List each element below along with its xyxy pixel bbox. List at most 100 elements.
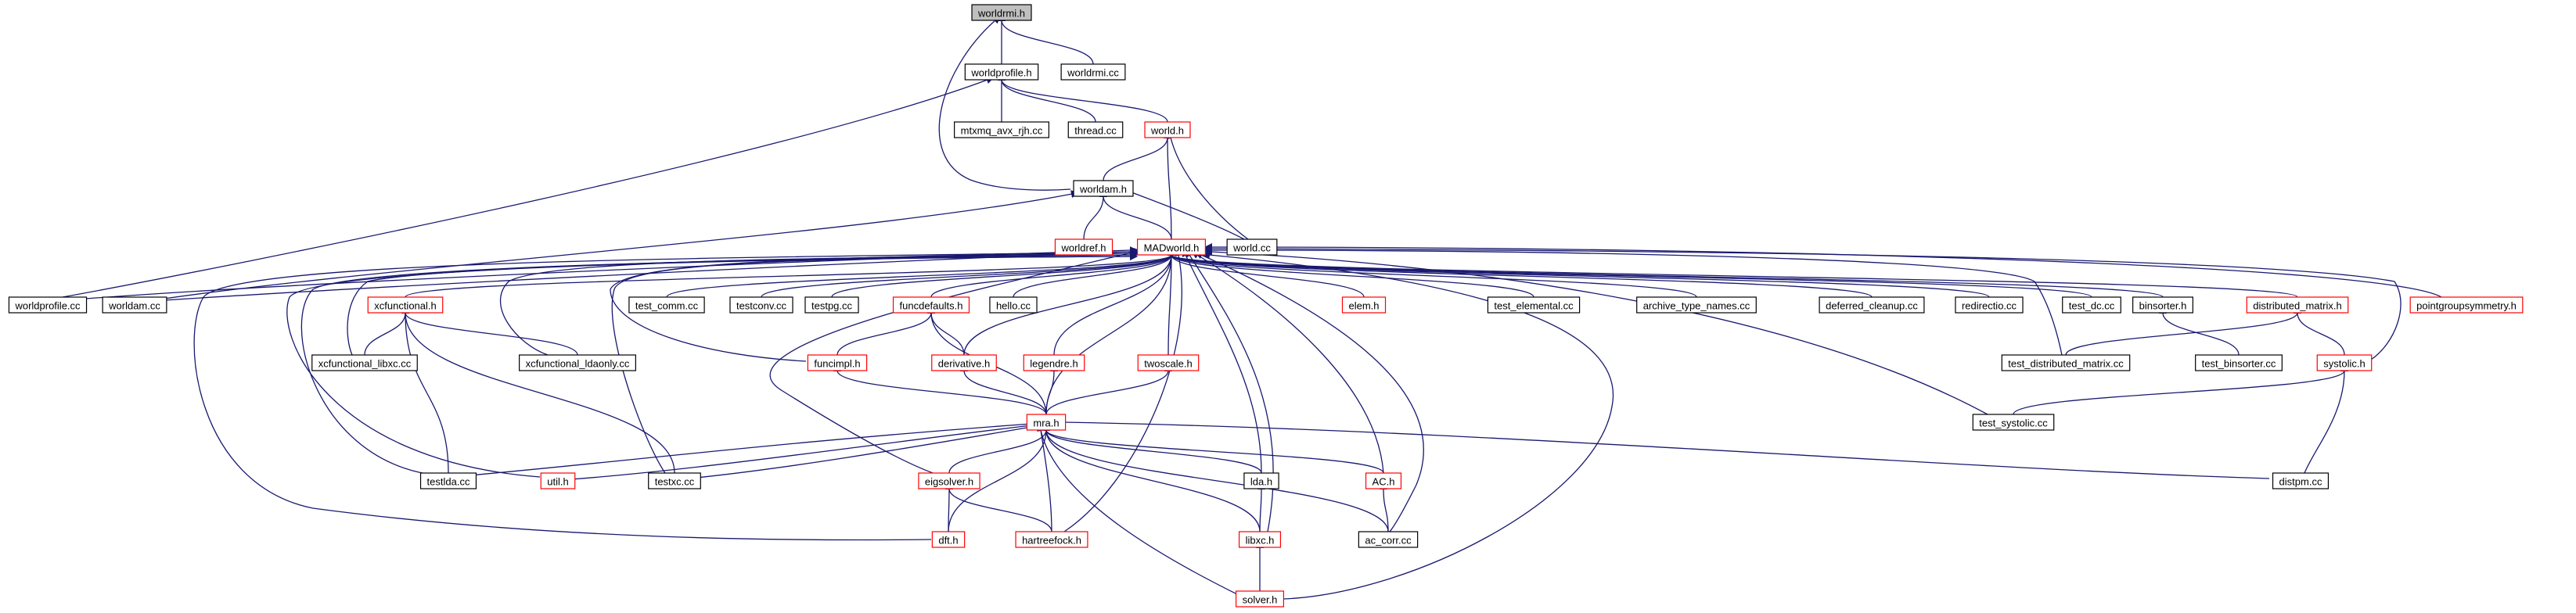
node-box[interactable]: [1023, 354, 1085, 371]
node-madworld-h[interactable]: MADworld.h: [1137, 238, 1206, 256]
node-worldam-cc[interactable]: worldam.cc: [102, 296, 167, 314]
node-mra-h[interactable]: mra.h: [1026, 414, 1067, 431]
node-worldam-h[interactable]: worldam.h: [1073, 180, 1134, 197]
node-ac-h[interactable]: AC.h: [1365, 472, 1402, 489]
node-worldrmi-cc[interactable]: worldrmi.cc: [1060, 63, 1126, 81]
node-pointgroupsymmetry-h[interactable]: pointgroupsymmetry.h: [2409, 296, 2524, 314]
node-testconv[interactable]: testconv.cc: [729, 296, 793, 314]
node-deferred-cleanup[interactable]: deferred_cleanup.cc: [1819, 296, 1925, 314]
node-libxc-h[interactable]: libxc.h: [1238, 531, 1282, 548]
node-legendre-h[interactable]: legendre.h: [1023, 354, 1085, 371]
node-mtxmq[interactable]: mtxmq_avx_rjh.cc: [954, 121, 1049, 138]
node-box[interactable]: [102, 296, 167, 314]
node-box[interactable]: [311, 354, 418, 371]
node-worldprofile-h[interactable]: worldprofile.h: [964, 63, 1039, 81]
node-box[interactable]: [729, 296, 793, 314]
node-box[interactable]: [954, 121, 1049, 138]
node-box[interactable]: [1636, 296, 1757, 314]
node-box[interactable]: [1073, 180, 1134, 197]
node-box[interactable]: [367, 296, 444, 314]
node-archive-type-names[interactable]: archive_type_names.cc: [1636, 296, 1757, 314]
node-box[interactable]: [807, 354, 868, 371]
node-box[interactable]: [1235, 590, 1285, 608]
node-box[interactable]: [1137, 354, 1200, 371]
node-thread-cc[interactable]: thread.cc: [1067, 121, 1124, 138]
node-box[interactable]: [1341, 296, 1387, 314]
node-hello-cc[interactable]: hello.cc: [989, 296, 1038, 314]
node-redirectio[interactable]: redirectio.cc: [1955, 296, 2024, 314]
node-box[interactable]: [971, 4, 1032, 21]
node-box[interactable]: [1144, 121, 1191, 138]
node-box[interactable]: [964, 63, 1039, 81]
node-box[interactable]: [2272, 472, 2330, 489]
node-box[interactable]: [2132, 296, 2193, 314]
node-box[interactable]: [918, 472, 980, 489]
node-box[interactable]: [628, 296, 705, 314]
node-box[interactable]: [1819, 296, 1925, 314]
node-box[interactable]: [2246, 296, 2349, 314]
node-xcfunctional-h[interactable]: xcfunctional.h: [367, 296, 444, 314]
node-box[interactable]: [2062, 296, 2121, 314]
node-lda-h[interactable]: lda.h: [1243, 472, 1279, 489]
node-box[interactable]: [1226, 238, 1278, 256]
node-test-binsorter[interactable]: test_binsorter.cc: [2195, 354, 2283, 371]
node-box[interactable]: [1955, 296, 2024, 314]
node-ac-corr[interactable]: ac_corr.cc: [1358, 531, 1419, 548]
node-test-dc[interactable]: test_dc.cc: [2062, 296, 2121, 314]
node-box[interactable]: [1060, 63, 1126, 81]
node-box[interactable]: [2316, 354, 2373, 371]
node-box[interactable]: [2195, 354, 2283, 371]
node-box[interactable]: [2409, 296, 2524, 314]
node-util-h[interactable]: util.h: [540, 472, 576, 489]
node-funcimpl-h[interactable]: funcimpl.h: [807, 354, 868, 371]
node-derivative-h[interactable]: derivative.h: [931, 354, 997, 371]
node-box[interactable]: [804, 296, 859, 314]
node-box[interactable]: [2001, 354, 2131, 371]
node-world-h[interactable]: world.h: [1144, 121, 1191, 138]
node-box[interactable]: [540, 472, 576, 489]
node-box[interactable]: [519, 354, 636, 371]
node-test-comm[interactable]: test_comm.cc: [628, 296, 705, 314]
node-box[interactable]: [931, 531, 966, 548]
node-testpg[interactable]: testpg.cc: [804, 296, 859, 314]
node-box[interactable]: [648, 472, 701, 489]
node-box[interactable]: [892, 296, 970, 314]
node-xcfunctional-ldaonly[interactable]: xcfunctional_ldaonly.cc: [519, 354, 636, 371]
node-binsorter-h[interactable]: binsorter.h: [2132, 296, 2193, 314]
node-hartreefock-h[interactable]: hartreefock.h: [1015, 531, 1088, 548]
node-box[interactable]: [1026, 414, 1067, 431]
node-testlda[interactable]: testlda.cc: [419, 472, 477, 489]
node-box[interactable]: [1054, 238, 1114, 256]
node-box[interactable]: [1015, 531, 1088, 548]
node-worldref-h[interactable]: worldref.h: [1054, 238, 1114, 256]
node-distributed-matrix-h[interactable]: distributed_matrix.h: [2246, 296, 2349, 314]
node-funcdefaults-h[interactable]: funcdefaults.h: [892, 296, 970, 314]
node-box[interactable]: [1243, 472, 1279, 489]
node-worldprofile-cc[interactable]: worldprofile.cc: [8, 296, 88, 314]
node-box[interactable]: [1487, 296, 1581, 314]
node-box[interactable]: [1067, 121, 1124, 138]
node-eigsolver-h[interactable]: eigsolver.h: [918, 472, 980, 489]
node-box[interactable]: [1972, 414, 2055, 431]
node-test-elemental[interactable]: test_elemental.cc: [1487, 296, 1581, 314]
node-dft-h[interactable]: dft.h: [931, 531, 966, 548]
node-box[interactable]: [989, 296, 1038, 314]
node-box[interactable]: [931, 354, 997, 371]
node-xcfunctional-libxc[interactable]: xcfunctional_libxc.cc: [311, 354, 418, 371]
node-box[interactable]: [1137, 238, 1206, 256]
node-twoscale-h[interactable]: twoscale.h: [1137, 354, 1200, 371]
node-box[interactable]: [8, 296, 88, 314]
node-testxc[interactable]: testxc.cc: [648, 472, 701, 489]
node-box[interactable]: [1358, 531, 1419, 548]
node-test-systolic[interactable]: test_systolic.cc: [1972, 414, 2055, 431]
node-systolic-h[interactable]: systolic.h: [2316, 354, 2373, 371]
node-box[interactable]: [1365, 472, 1402, 489]
node-solver-h[interactable]: solver.h: [1235, 590, 1285, 608]
node-elem-h[interactable]: elem.h: [1341, 296, 1387, 314]
node-world-cc[interactable]: world.cc: [1226, 238, 1278, 256]
node-distpm[interactable]: distpm.cc: [2272, 472, 2330, 489]
node-box[interactable]: [419, 472, 477, 489]
node-box[interactable]: [1238, 531, 1282, 548]
node-worldrmi-h[interactable]: worldrmi.h: [971, 4, 1032, 21]
node-test-distributed-matrix[interactable]: test_distributed_matrix.cc: [2001, 354, 2131, 371]
